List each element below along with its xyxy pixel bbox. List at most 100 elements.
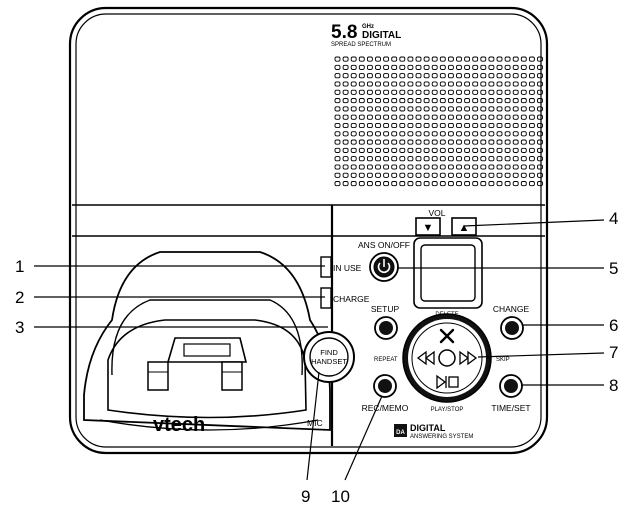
volume-up-button[interactable]: ▲ <box>451 217 477 236</box>
grille-hole <box>520 181 527 187</box>
grille-hole <box>415 98 422 104</box>
grille-hole <box>350 147 357 153</box>
setup-button[interactable] <box>374 316 398 340</box>
grille-hole <box>423 114 430 120</box>
mic-label: MIC <box>307 418 323 428</box>
grille-hole <box>375 89 381 95</box>
grille-hole <box>358 172 365 178</box>
grille-hole <box>512 98 519 104</box>
grille-hole <box>375 147 381 153</box>
grille-hole <box>439 139 446 145</box>
grille-hole <box>439 98 446 104</box>
grille-hole <box>447 122 454 129</box>
skip-button[interactable] <box>459 350 478 366</box>
grille-hole <box>504 164 511 170</box>
grille-hole <box>496 156 503 162</box>
grille-hole <box>407 98 414 104</box>
grille-hole <box>431 106 438 112</box>
grille-hole <box>399 114 406 120</box>
grille-hole <box>496 147 503 153</box>
repeat-button[interactable] <box>416 350 435 366</box>
grille-hole <box>334 106 341 112</box>
grille-hole <box>399 139 406 145</box>
dial-center-button[interactable] <box>438 349 456 367</box>
grille-hole <box>391 106 398 112</box>
grille-hole <box>342 56 349 62</box>
grille-hole <box>520 56 527 62</box>
in-use-label: IN USE <box>333 263 362 273</box>
grille-hole <box>391 56 398 62</box>
grille-hole <box>456 147 462 153</box>
grille-hole <box>375 98 381 104</box>
grille-hole <box>342 156 349 162</box>
grille-hole <box>334 131 341 137</box>
grille-hole <box>350 139 357 145</box>
callout-7: 7 <box>609 343 618 362</box>
find-label: FIND <box>320 348 338 357</box>
grille-hole <box>407 114 414 120</box>
grille-hole <box>375 64 381 70</box>
grille-hole <box>431 147 438 153</box>
grille-hole <box>350 98 357 104</box>
grille-hole <box>504 89 511 95</box>
grille-hole <box>504 114 511 120</box>
ans-onoff-button[interactable] <box>369 252 399 282</box>
grille-hole <box>407 56 414 62</box>
grille-hole <box>488 81 495 87</box>
grille-hole <box>439 172 446 178</box>
grille-hole <box>512 131 519 137</box>
grille-hole <box>480 181 487 187</box>
grille-hole <box>334 114 341 120</box>
grille-hole <box>391 122 398 129</box>
find-handset-button[interactable]: FIND HANDSET <box>303 331 355 383</box>
grille-hole <box>350 172 357 178</box>
grille-hole <box>537 147 543 153</box>
grille-hole <box>358 131 365 137</box>
grille-hole <box>383 73 390 79</box>
grille-hole <box>350 181 357 187</box>
grille-hole <box>488 89 495 95</box>
grille-hole <box>399 131 406 137</box>
grille-hole <box>399 64 406 70</box>
fast-forward-icon <box>459 350 478 366</box>
grille-hole <box>431 172 438 178</box>
repeat-label: REPEAT <box>374 357 398 363</box>
rec-memo-button[interactable] <box>373 374 397 398</box>
time-set-button[interactable] <box>499 374 523 398</box>
grille-hole <box>439 164 446 170</box>
grille-hole <box>431 181 438 187</box>
delete-button[interactable] <box>439 328 455 344</box>
grille-hole <box>391 89 398 95</box>
grille-hole <box>504 181 511 187</box>
grille-hole <box>456 156 462 162</box>
grille-hole <box>512 156 519 162</box>
grille-hole <box>496 131 503 137</box>
callout-9: 9 <box>301 487 310 506</box>
grille-hole <box>415 73 422 79</box>
grille-hole <box>415 81 422 87</box>
grille-hole <box>415 64 422 70</box>
grille-hole <box>431 64 438 70</box>
volume-down-button[interactable]: ▼ <box>415 217 441 236</box>
grille-hole <box>480 147 487 153</box>
grille-hole <box>342 114 349 120</box>
grille-hole <box>472 106 479 112</box>
grille-hole <box>342 81 349 87</box>
grille-hole <box>520 147 527 153</box>
grille-hole <box>488 131 495 137</box>
grille-hole <box>350 114 357 120</box>
time-set-label: TIME/SET <box>491 403 530 413</box>
grille-hole <box>358 81 365 87</box>
grille-hole <box>399 106 406 112</box>
change-button[interactable] <box>500 316 524 340</box>
charge-indicator: CHARGE <box>320 287 370 309</box>
grille-hole <box>399 81 406 87</box>
grille-hole <box>391 147 398 153</box>
grille-hole <box>447 156 454 162</box>
grille-hole <box>334 172 341 178</box>
grille-hole <box>496 122 503 129</box>
grille-hole <box>342 131 349 137</box>
play-stop-button[interactable] <box>436 374 459 390</box>
grille-hole <box>350 122 357 129</box>
grille-hole <box>520 122 527 129</box>
